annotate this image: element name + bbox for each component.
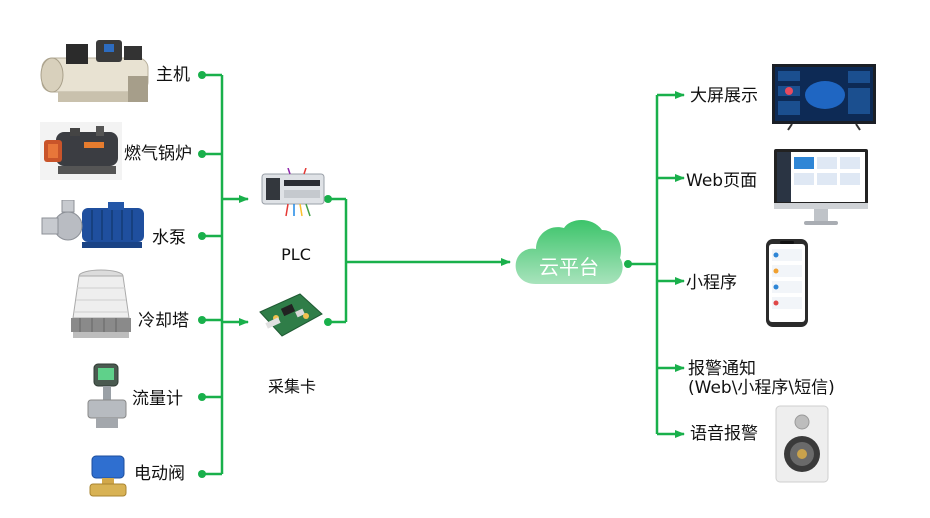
gas-boiler-icon [40,122,122,180]
chiller-icon [40,40,149,102]
output-sublabel-alarm-channels: (Web\小程序\短信) [688,378,835,398]
cloud-icon [515,220,623,284]
output-label-large-screen: 大屏展示 [690,86,758,106]
controller-label-plc: PLC [281,245,311,264]
output-label-web: Web页面 [686,171,758,191]
source-label-water-pump: 水泵 [152,228,186,248]
controller-label-acquisition-card: 采集卡 [267,377,316,396]
source-label-electric-valve: 电动阀 [134,464,185,484]
water-pump-icon [41,200,144,248]
desktop-monitor-icon [774,149,868,225]
flow-meter-icon [87,363,127,428]
source-label-cooling-tower: 冷却塔 [138,311,189,331]
output-label-mini-program: 小程序 [686,273,737,293]
electric-valve-icon [89,455,127,497]
output-label-alarm-notice: 报警通知 [688,359,756,379]
smartphone-icon [766,239,808,327]
speaker-icon [775,405,829,483]
plc-icon [261,168,325,217]
source-label-chiller: 主机 [156,65,190,85]
large-screen-icon [772,64,876,131]
source-label-flow-meter: 流量计 [132,389,183,409]
cloud-label: 云平台 [539,255,599,279]
source-label-gas-boiler: 燃气锅炉 [124,144,192,164]
acquisition-card-icon [259,293,323,337]
cooling-tower-icon [71,269,131,338]
output-label-voice-alarm: 语音报警 [690,424,758,444]
